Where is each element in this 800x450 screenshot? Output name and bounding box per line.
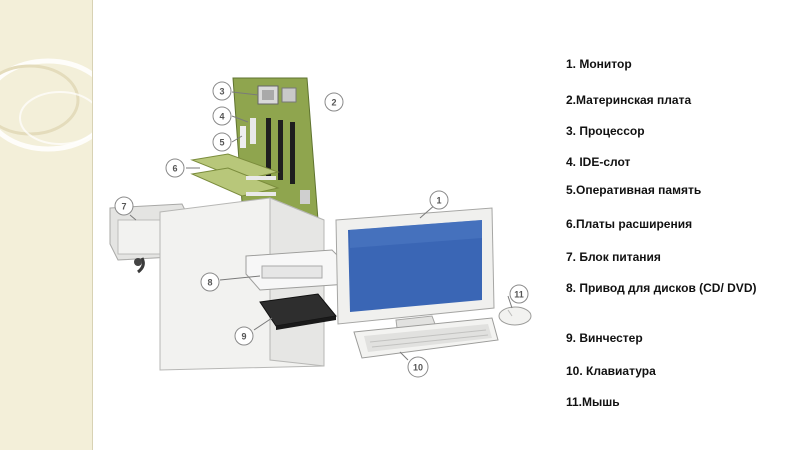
legend-item-ide-slot: 4. IDE-слот: [566, 155, 631, 169]
legend-item-mouse: 11.Мышь: [566, 395, 620, 409]
callout-label-9: 9: [241, 332, 246, 342]
callout-2: 2: [324, 92, 344, 112]
mouse: [498, 306, 532, 326]
callout-label-10: 10: [413, 363, 423, 373]
callout-4: 4: [212, 106, 232, 126]
callout-3: 3: [212, 81, 232, 101]
legend-item-ram: 5.Оперативная память: [566, 183, 702, 197]
expansion-cards: [190, 153, 280, 197]
decorative-swirl-icon: [0, 58, 92, 152]
legend-item-expansion-cards: 6.Платы расширения: [566, 217, 693, 231]
callout-label-1: 1: [436, 196, 441, 206]
callout-label-7: 7: [121, 202, 126, 212]
legend-item-monitor: 1. Монитор: [566, 57, 632, 71]
motherboard: [232, 77, 319, 221]
legend-item-power-supply: 7. Блок питания: [566, 250, 661, 264]
callout-label-11: 11: [514, 290, 524, 300]
callout-label-8: 8: [207, 278, 212, 288]
hard-drive: [259, 293, 337, 330]
callout-label-6: 6: [172, 164, 177, 174]
legend-item-disk-drive: 8. Привод для дисков (CD/ DVD): [566, 281, 757, 295]
callout-markers: 3 2 4 5 6 7 1: [114, 81, 529, 378]
legend-item-hard-drive: 9. Винчестер: [566, 331, 643, 345]
decorative-sidebar: [0, 0, 92, 450]
callout-8: 8: [200, 272, 220, 292]
callout-1: 1: [429, 190, 449, 210]
callout-11: 11: [509, 284, 529, 304]
monitor: [335, 207, 495, 343]
optical-drive: [245, 249, 349, 291]
legend-item-keyboard: 10. Клавиатура: [566, 364, 656, 378]
callout-10: 10: [407, 356, 429, 378]
callout-9: 9: [234, 326, 254, 346]
callout-label-5: 5: [219, 138, 224, 148]
sidebar-divider: [92, 0, 93, 450]
callout-6: 6: [165, 158, 185, 178]
callout-label-4: 4: [219, 112, 224, 122]
computer-diagram: 3 2 4 5 6 7 1: [109, 77, 532, 378]
callout-label-2: 2: [331, 98, 336, 108]
legend-item-processor: 3. Процессор: [566, 124, 645, 138]
callout-label-3: 3: [219, 87, 224, 97]
callout-7: 7: [114, 196, 134, 216]
keyboard: [353, 317, 499, 359]
callout-5: 5: [212, 132, 232, 152]
legend-item-motherboard: 2.Материнская плата: [566, 93, 692, 107]
